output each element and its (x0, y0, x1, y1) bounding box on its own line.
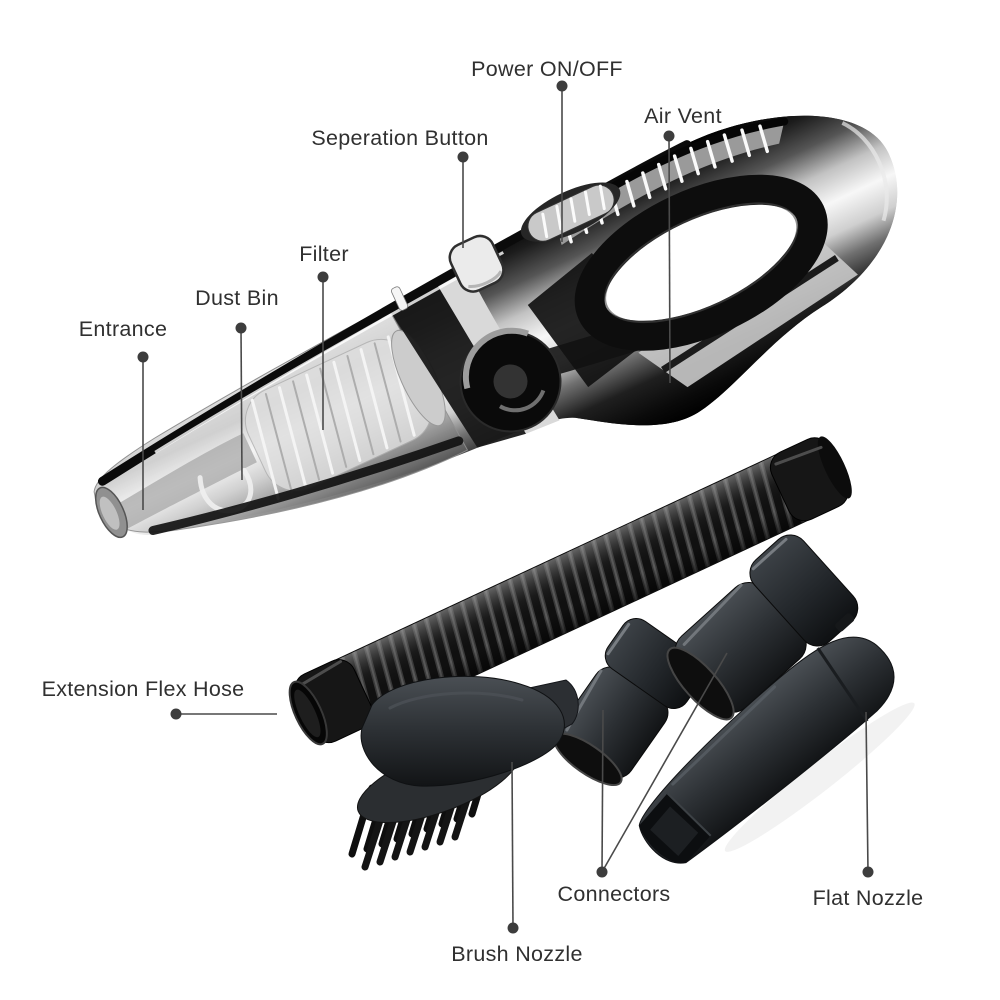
filter (244, 329, 446, 501)
clip-tab (391, 286, 409, 311)
label-extension-hose: Extension Flex Hose (41, 677, 245, 701)
dot-separation (457, 151, 469, 163)
label-dust-bin: Dust Bin (195, 286, 279, 310)
dot-dust-bin (235, 322, 247, 334)
dot-connectors (596, 866, 608, 878)
brush-head (360, 675, 565, 787)
entrance-tube (110, 433, 257, 532)
leader-connector-a (601, 709, 604, 873)
hose-cuff-rear (769, 436, 852, 522)
entrance-opening (94, 486, 128, 539)
power-switch (520, 182, 621, 242)
flat-nozzle (638, 636, 915, 864)
dot-flat (862, 866, 874, 878)
label-brush-nozzle: Brush Nozzle (451, 942, 583, 966)
leader-dust-bin (240, 327, 243, 481)
hose-cuff-mouth (288, 659, 374, 746)
leader-dots (137, 80, 874, 934)
brush-head-ridge (388, 691, 524, 710)
air-vent-slats (562, 124, 770, 244)
dot-entrance (137, 351, 149, 363)
vacuum-body (93, 115, 898, 539)
dot-filter (317, 271, 329, 283)
label-separation-button: Seperation Button (311, 126, 489, 150)
dot-air-vent (663, 130, 675, 142)
leader-air-vent (668, 135, 671, 384)
label-air-vent: Air Vent (644, 104, 722, 128)
separation-button (448, 234, 505, 293)
leader-brush (511, 761, 514, 929)
motor-fan (459, 327, 562, 433)
label-connectors: Connectors (557, 882, 671, 906)
leader-flat (865, 711, 869, 873)
label-flat-nozzle: Flat Nozzle (812, 886, 924, 910)
label-power-on-off: Power ON/OFF (471, 57, 623, 81)
label-filter: Filter (299, 242, 349, 266)
dot-hose (170, 708, 182, 720)
connector-small (553, 617, 706, 786)
dot-power (556, 80, 568, 92)
leader-lines (142, 86, 869, 929)
brush-nozzle (348, 675, 579, 871)
label-entrance: Entrance (78, 317, 168, 341)
dot-brush (507, 922, 519, 934)
leader-connector-b (601, 652, 728, 873)
extension-flex-hose (288, 436, 852, 746)
connector-large (666, 534, 859, 721)
handle (574, 174, 828, 351)
bottom-edge-stripe (148, 436, 464, 535)
rear-cap-glint (841, 121, 889, 222)
